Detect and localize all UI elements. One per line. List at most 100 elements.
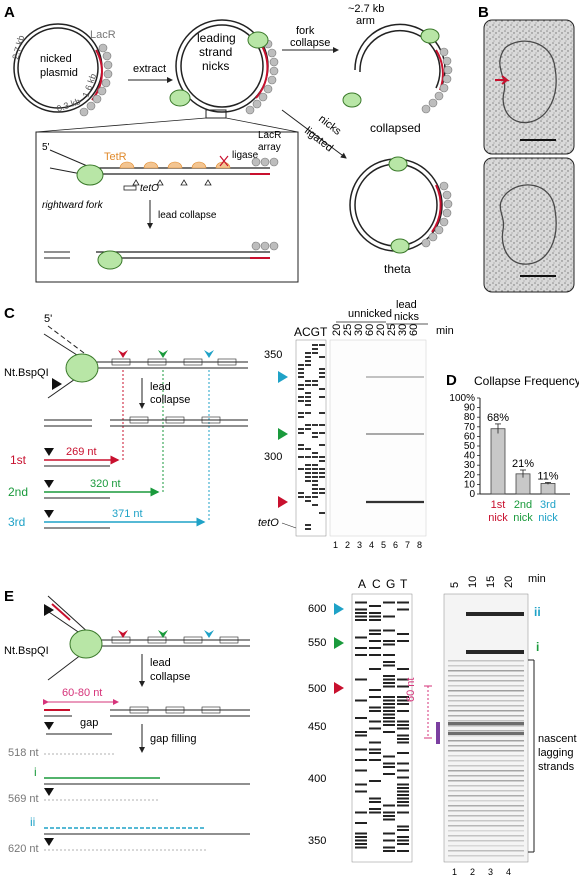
lead-nicks-label-2: nicks: [394, 311, 420, 323]
extract-label: extract: [133, 63, 166, 75]
strand-label: strand: [199, 45, 232, 59]
category-label: nick: [513, 512, 533, 524]
band-marker-i-icon: [334, 637, 344, 649]
lane-number: 8: [417, 540, 422, 550]
lacr-array-label-1: LacR: [258, 130, 281, 141]
nascent-label-3: strands: [538, 761, 575, 773]
theta-diagram: theta: [349, 156, 453, 276]
bar: [490, 428, 506, 495]
gap-label: gap: [80, 717, 98, 729]
nicked-plasmid-diagram: LacR 2.7 kb 1.6 kb 0.3 kb nicked plasmid: [10, 23, 116, 117]
tick-label: 50: [464, 441, 476, 452]
collapse-label: collapse: [150, 671, 190, 683]
time-label: 20: [503, 576, 515, 588]
tick-label: 70: [464, 422, 476, 433]
base-label: A: [358, 577, 366, 591]
tick-label: 60: [464, 431, 476, 442]
lane-number: 5: [381, 540, 386, 550]
length-569: 569 nt: [8, 793, 39, 805]
collapsed-diagram: ~2.7 kb arm collapsed: [342, 3, 453, 135]
gel-band: [448, 722, 524, 725]
gel-band: [466, 612, 524, 616]
size-600: 600: [308, 603, 326, 615]
panel-label-c: C: [4, 305, 15, 322]
length-620: 620 nt: [8, 843, 39, 855]
tick-label: 10: [464, 479, 476, 490]
category-label: 1st: [491, 499, 506, 511]
tick-label: 40: [464, 451, 476, 462]
plasmid-label: plasmid: [40, 67, 78, 79]
size-500: 500: [308, 683, 326, 695]
gap-range-label: 60-80 nt: [62, 687, 102, 699]
panel-label-a: A: [4, 4, 15, 21]
purple-bar: [436, 722, 440, 744]
label-ii: ii: [30, 815, 35, 829]
length-371: 371 nt: [112, 508, 143, 520]
value-label: 21%: [512, 458, 534, 470]
nick-2nd-icon: [158, 350, 168, 358]
arm-size-label: ~2.7 kb: [348, 3, 384, 15]
tick-label: 20: [464, 470, 476, 481]
fork-inset: 5' TetR ligase tetO LacR: [35, 117, 299, 283]
label-3rd: 3rd: [8, 515, 25, 529]
category-label: nick: [538, 512, 558, 524]
replicating-plasmid-diagram: leading strand nicks: [169, 19, 279, 119]
sixty-nt-label: 60 nt: [405, 678, 417, 702]
band-marker-1st-icon: [278, 496, 288, 508]
gel-band: [466, 650, 524, 654]
lane-number: 2: [470, 867, 475, 877]
lacr-array-label-2: array: [258, 142, 281, 153]
tetr-label: TetR: [104, 151, 127, 163]
panel-b: B: [478, 4, 575, 293]
panel-a: A LacR 2.7 kb 1.6 kb 0.3 kb nicked plasm…: [4, 3, 453, 283]
tick-label: 0: [469, 489, 475, 500]
em-image-top: [483, 19, 575, 155]
tick-label: 90: [464, 403, 476, 414]
time-label: 30: [397, 324, 409, 336]
nick-marker-icon: [44, 604, 54, 616]
helicase-icon: [69, 629, 103, 659]
unnicked-label: unnicked: [348, 308, 392, 320]
min-label-e: min: [528, 573, 546, 585]
band-ii-label: ii: [534, 605, 541, 619]
lacr-label: LacR: [90, 29, 116, 41]
chart-title: Collapse Frequency: [474, 374, 579, 388]
length-518: 518 nt: [8, 747, 39, 759]
fork-label: fork: [296, 25, 315, 37]
enzyme-label: Nt.BspQI: [4, 645, 49, 657]
tick-label: 30: [464, 460, 476, 471]
nicks-label: nicks: [202, 59, 229, 73]
band-marker-2nd-icon: [278, 428, 288, 440]
value-label: 11%: [537, 470, 558, 482]
nick-3rd-icon: [204, 350, 214, 358]
helicase-icon: [169, 89, 191, 107]
lane-number: 7: [405, 540, 410, 550]
helicase-icon: [342, 92, 362, 108]
panel-label-d: D: [446, 372, 457, 389]
collapse-frequency-chart: 100%908070605040302010068%1stnick21%2ndn…: [449, 393, 570, 524]
gel-lanes-c: [329, 339, 427, 537]
category-label: 3rd: [540, 499, 556, 511]
lead-collapse-label: lead collapse: [158, 210, 217, 221]
lane-number: 1: [452, 867, 457, 877]
helicase-icon: [388, 156, 408, 172]
acgt-header: ACGT: [294, 325, 328, 339]
blocked-icon: [219, 155, 229, 167]
five-prime-label: 5': [44, 313, 52, 325]
time-label: 30: [353, 324, 365, 336]
lane-number: 3: [488, 867, 493, 877]
time-label: 60: [408, 324, 420, 336]
tick-label: 80: [464, 412, 476, 423]
theta-label: theta: [384, 262, 411, 276]
label-2nd: 2nd: [8, 485, 28, 499]
gel-lanes-e: [443, 593, 529, 863]
time-label: 10: [467, 576, 479, 588]
time-label: 60: [364, 324, 376, 336]
panel-label-e: E: [4, 588, 14, 605]
lane-number: 2: [345, 540, 350, 550]
length-320: 320 nt: [90, 478, 121, 490]
category-label: nick: [488, 512, 508, 524]
base-label: T: [400, 577, 408, 591]
helicase-icon: [420, 28, 440, 44]
teto-marker: tetO: [258, 517, 279, 529]
